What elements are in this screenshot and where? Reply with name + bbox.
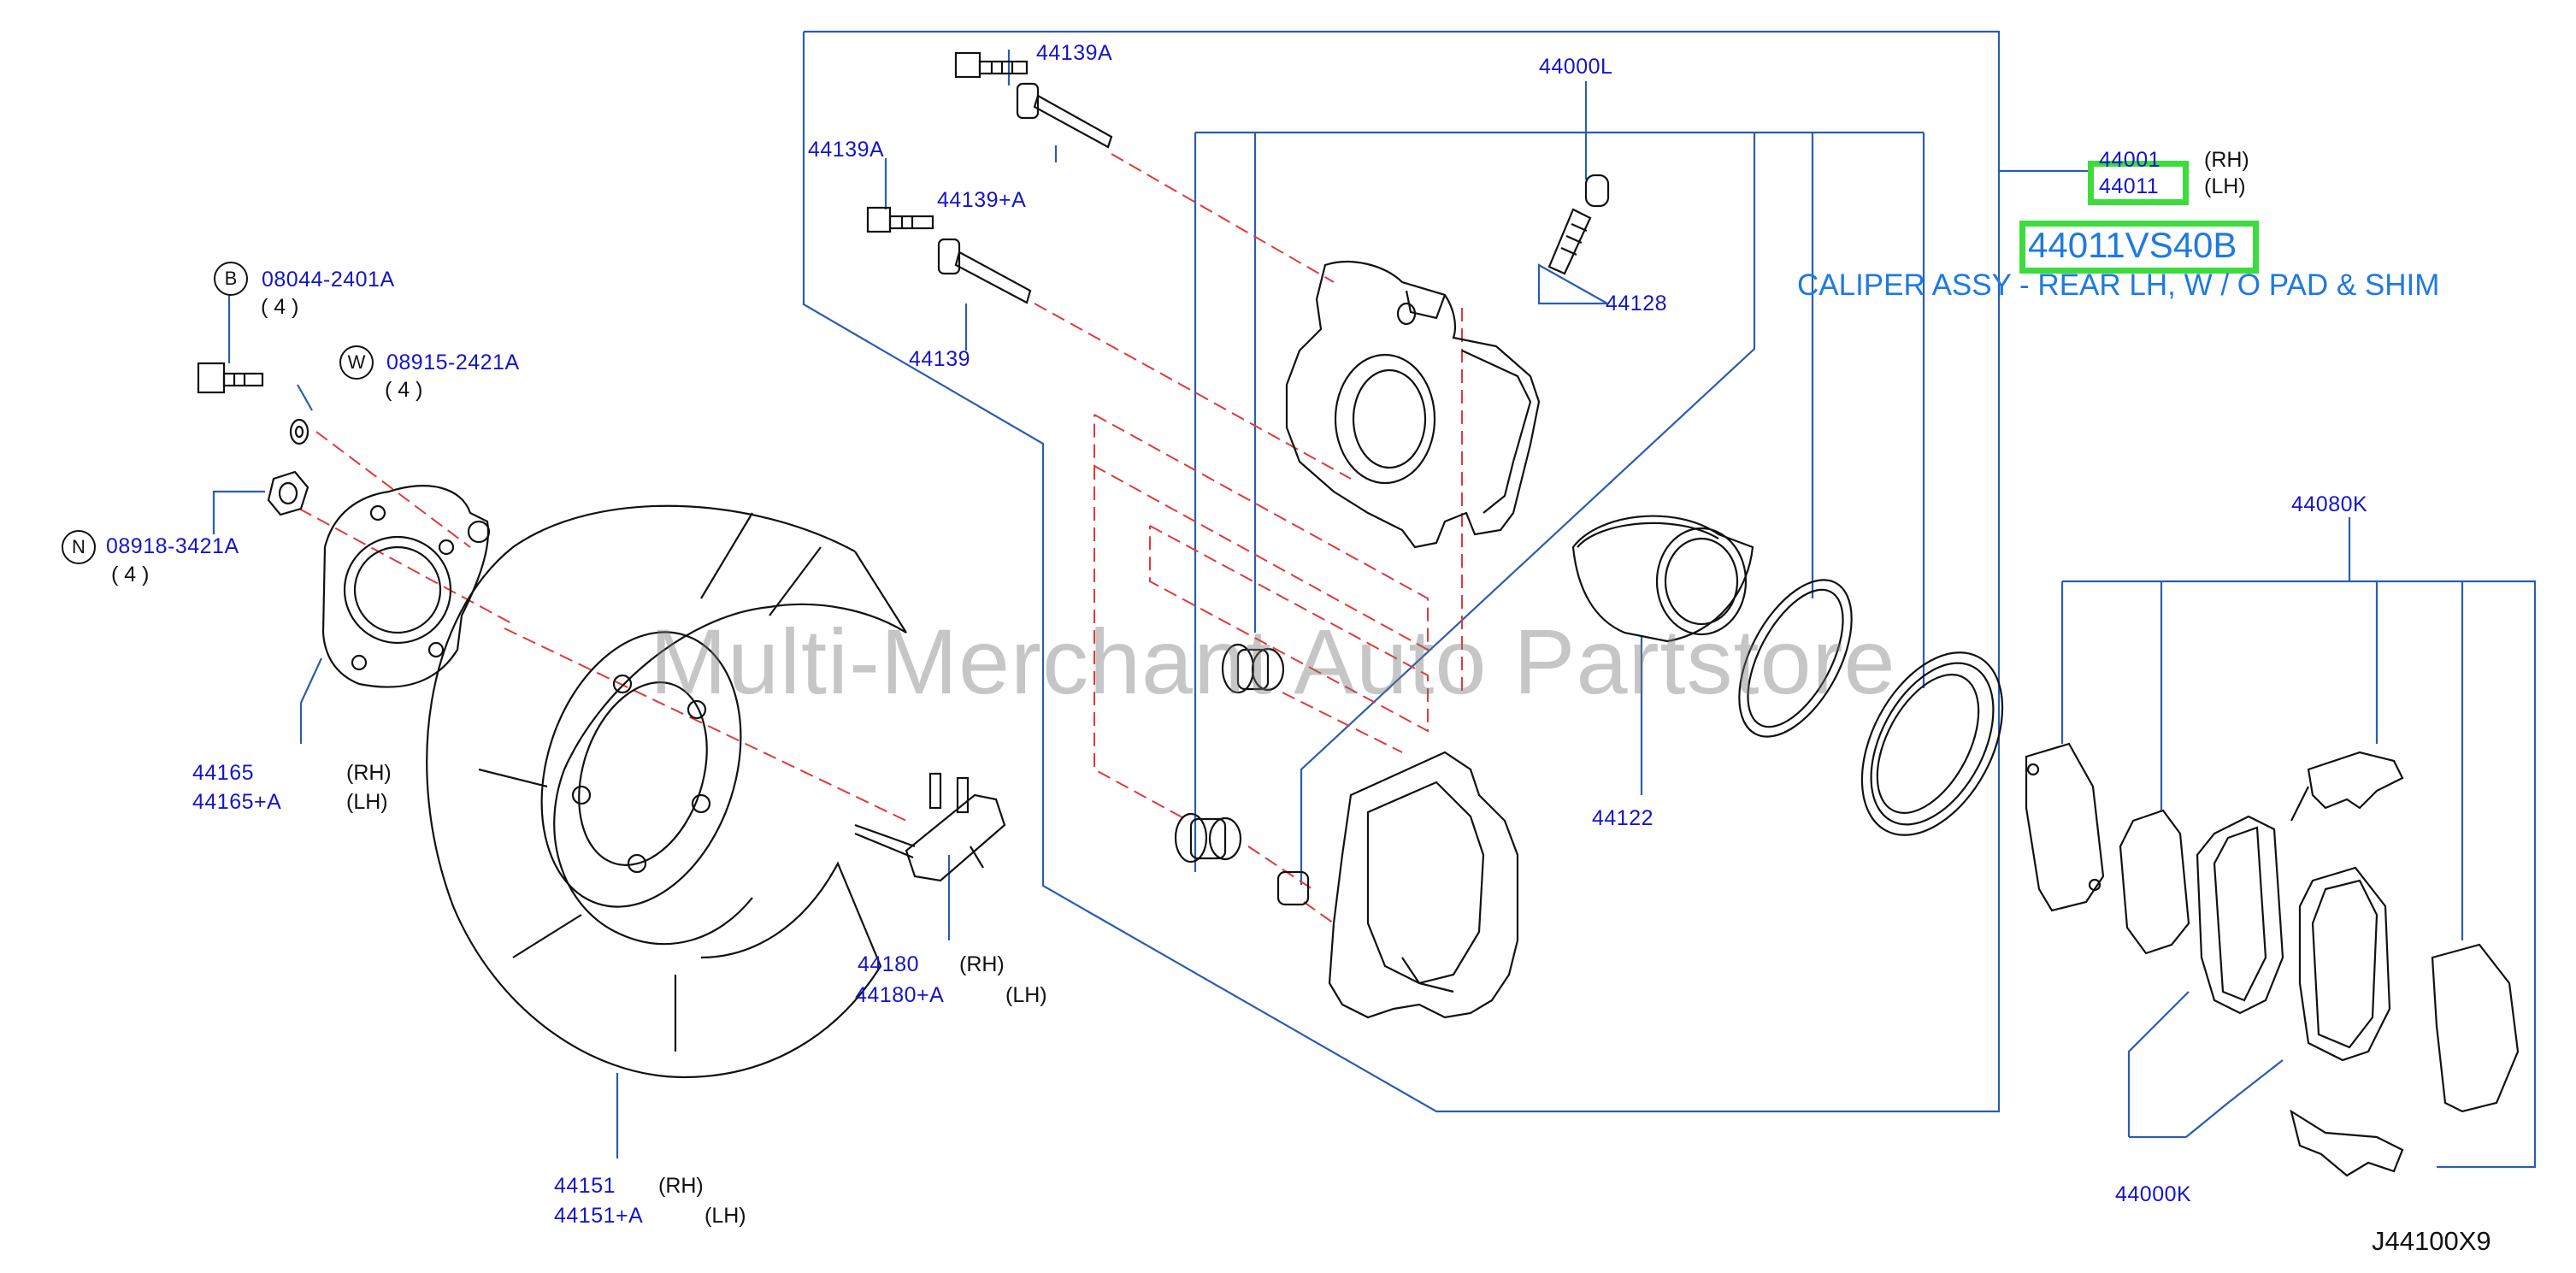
- callout-44000l[interactable]: 44000L: [1539, 55, 1613, 79]
- assembly-dash-lines: [298, 153, 1463, 924]
- pad-shim-outer: [2025, 742, 2105, 912]
- callout-44165plusa-side: (LH): [346, 790, 388, 814]
- callout-44165-side: (RH): [346, 761, 392, 785]
- guide-pin-44139plusa: [1016, 82, 1040, 120]
- highlighted-part-description: CALIPER ASSY - REAR LH, W / O PAD & SHIM: [1797, 268, 2440, 302]
- callout-44122[interactable]: 44122: [1592, 806, 1654, 830]
- symbol-b-circle: B: [214, 262, 248, 296]
- callout-44001[interactable]: 44001: [2099, 148, 2161, 172]
- anti-rattle-clip-bottom: [2290, 1109, 2404, 1177]
- callout-08915-2421a[interactable]: 08915-2421A: [386, 351, 520, 374]
- callout-44151-side: (RH): [658, 1174, 704, 1198]
- symbol-n-circle: N: [62, 530, 96, 564]
- adapter-plate: [321, 485, 491, 688]
- callout-44151[interactable]: 44151: [554, 1174, 616, 1198]
- highlight-box-part-number: [2019, 221, 2259, 274]
- part-drawings: [197, 51, 2520, 1177]
- bleeder-screw: [1547, 174, 1610, 275]
- watermark: Multi-Merchant Auto Partstore: [650, 610, 1896, 713]
- callout-44139plusa[interactable]: 44139+A: [937, 188, 1027, 212]
- callout-44139a-left[interactable]: 44139A: [808, 138, 885, 162]
- callout-44001-side: (RH): [2204, 148, 2249, 172]
- dust-boot-ring: [1860, 651, 2004, 836]
- pad-outer: [2196, 815, 2284, 1015]
- callout-44011[interactable]: 44011: [2099, 174, 2160, 198]
- callout-08918-3421a[interactable]: 08918-3421A: [106, 534, 239, 558]
- anchor-bracket: [854, 772, 1006, 882]
- callout-08044-qty: ( 4 ): [261, 295, 299, 319]
- callout-44165[interactable]: 44165: [192, 761, 255, 785]
- caliper-body: [1285, 260, 1541, 549]
- shim-outer-right: [2431, 943, 2520, 1113]
- pad-inner: [2298, 866, 2391, 1062]
- callout-44000k[interactable]: 44000K: [2115, 1182, 2192, 1206]
- callout-44165plusa[interactable]: 44165+A: [192, 790, 282, 814]
- callout-08915-qty: ( 4 ): [385, 378, 423, 402]
- drawing-code: J44100X9: [2372, 1226, 2491, 1256]
- pin-boots: [1174, 643, 1310, 906]
- callout-44180plusa[interactable]: 44180+A: [855, 983, 945, 1007]
- highlighted-part-number[interactable]: 44011VS40B: [2028, 225, 2237, 265]
- anti-rattle-clip-top: [2290, 751, 2404, 822]
- callout-44128[interactable]: 44128: [1606, 292, 1668, 315]
- bolt-44139a-top: [954, 51, 981, 79]
- guide-pin-44139: [937, 238, 961, 275]
- highlight-box-44011: [2088, 161, 2189, 205]
- bolt-08044: [197, 362, 264, 394]
- callout-44139[interactable]: 44139: [909, 347, 971, 371]
- dust-shield: [426, 504, 907, 1079]
- callout-08918-qty: ( 4 ): [111, 563, 150, 586]
- symbol-w-circle: W: [339, 345, 374, 380]
- leader-lines: [212, 30, 2537, 1169]
- callout-08044-2401a[interactable]: 08044-2401A: [262, 268, 395, 292]
- callout-44011-side: (LH): [2204, 174, 2246, 198]
- nut-08918: [267, 470, 309, 516]
- callout-44180[interactable]: 44180: [858, 952, 920, 976]
- callout-44080k[interactable]: 44080K: [2291, 492, 2368, 516]
- callout-44151plusa[interactable]: 44151+A: [554, 1204, 644, 1228]
- callout-44180-side: (RH): [959, 952, 1005, 976]
- piston: [1571, 515, 1754, 643]
- shim-inner: [2119, 809, 2190, 955]
- washer-08915: [289, 418, 309, 445]
- callout-44139a-top[interactable]: 44139A: [1036, 41, 1113, 65]
- caliper-support: [1328, 751, 1519, 1019]
- callout-44180plusa-side: (LH): [1005, 983, 1047, 1007]
- piston-seal: [1738, 579, 1853, 738]
- callout-44151plusa-side: (LH): [704, 1204, 746, 1228]
